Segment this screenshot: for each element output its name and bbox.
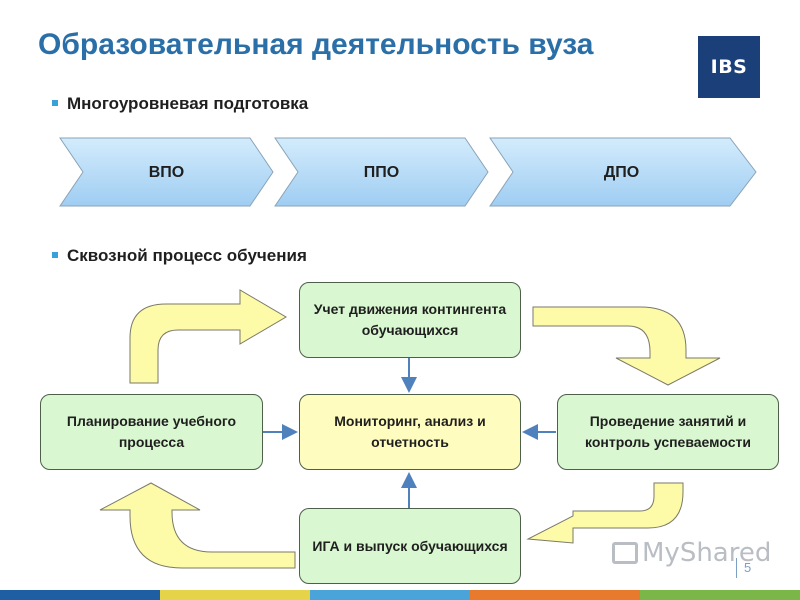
bullet-square-icon [52, 100, 58, 106]
bullet-continuous-process: Сквозной процесс обучения [52, 246, 307, 266]
projector-icon [612, 542, 638, 564]
footer-segment [310, 590, 470, 600]
stage-label-ppo: ППО [363, 164, 400, 181]
slide-title: Образовательная деятельность вуза [38, 28, 594, 61]
stage-label-vpo: ВПО [148, 164, 185, 181]
bullet-multilevel: Многоуровневая подготовка [52, 94, 308, 114]
curved-arrow-bottom-left [99, 482, 296, 569]
box-monitoring: Мониторинг, анализ и отчетность [299, 394, 521, 470]
curved-arrow-bottom-right [526, 482, 684, 544]
footer-segment [0, 590, 160, 600]
curved-arrow-top-right [532, 306, 721, 386]
chevron-vpo [59, 137, 274, 207]
chevron-ppo [274, 137, 489, 207]
watermark: MyShared [612, 538, 771, 568]
box-contingent-tracking: Учет движения контингента обучающихся [299, 282, 521, 358]
ibs-logo: IBS [698, 36, 760, 98]
box-graduation: ИГА и выпуск обучающихся [299, 508, 521, 584]
stage-label-dpo: ДПО [603, 164, 640, 181]
footer-segment [470, 590, 640, 600]
page-separator [736, 558, 737, 578]
page-number: 5 [744, 560, 752, 575]
footer-color-bar [0, 590, 800, 600]
box-classes-control: Проведение занятий и контроль успеваемос… [557, 394, 779, 470]
curved-arrow-top-left [129, 289, 287, 384]
footer-segment [160, 590, 310, 600]
bullet-square-icon [52, 252, 58, 258]
box-planning: Планирование учебного процесса [40, 394, 263, 470]
chevron-dpo [489, 137, 757, 207]
footer-segment [640, 590, 800, 600]
